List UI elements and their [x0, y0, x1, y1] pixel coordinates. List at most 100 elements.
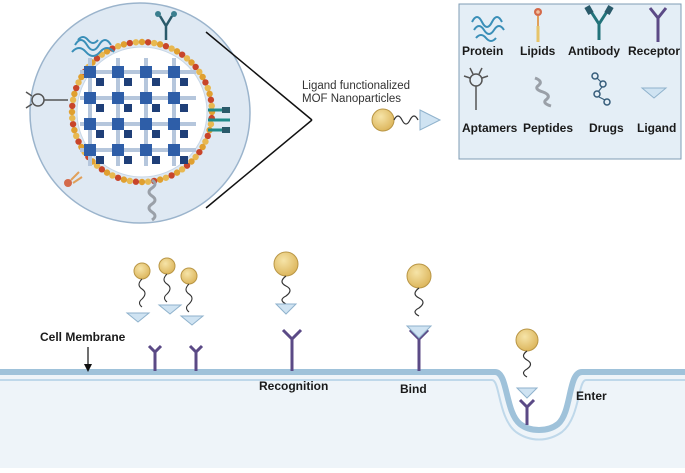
membrane-inner-line — [0, 379, 685, 441]
lipid-dot — [120, 176, 128, 183]
mof-label-line2: MOF Nanoparticles — [302, 93, 402, 105]
lipid-dot — [156, 41, 164, 48]
lipid-dot — [71, 126, 78, 134]
metal-node-shadow — [96, 104, 104, 112]
linker — [163, 273, 171, 303]
ligand-triangle-icon — [419, 109, 442, 131]
legend-label-lipids: Lipids — [520, 44, 556, 58]
lipid-dot — [120, 41, 128, 48]
metal-node — [140, 118, 152, 130]
metal-node — [112, 118, 124, 130]
lipid-dot — [109, 172, 116, 179]
metal-node-shadow — [152, 156, 160, 164]
mof-zoom-circle — [25, 2, 251, 224]
metal-node-shadow — [152, 104, 160, 112]
lipid-dot — [69, 114, 76, 122]
lipids-icon — [534, 8, 542, 42]
membrane-arrowhead — [84, 364, 92, 372]
lipid-dot — [138, 38, 146, 46]
receptor — [408, 328, 430, 371]
legend-label-ligand: Ligand — [637, 121, 677, 135]
lipid-dot — [202, 79, 209, 86]
bind-nanoparticle — [405, 263, 433, 339]
legend-label-aptamers: Aptamers — [462, 121, 518, 135]
metal-node — [112, 144, 124, 156]
lipid-dot — [156, 176, 164, 183]
metal-node — [84, 144, 96, 156]
legend-label-antibody: Antibody — [568, 44, 620, 58]
zoom-line-bottom — [205, 119, 313, 209]
lipid-dot — [69, 120, 77, 128]
lipid-dot — [173, 169, 181, 176]
metal-node-shadow — [96, 78, 104, 86]
bind-label: Bind — [400, 382, 427, 396]
lipid-dot — [98, 166, 106, 173]
metal-node-shadow — [124, 130, 132, 138]
lipid-dot — [103, 169, 111, 176]
metal-node — [84, 118, 96, 130]
metal-node-shadow — [152, 130, 160, 138]
antibody-icon — [208, 107, 230, 133]
lipid-dot — [138, 178, 146, 186]
lipid-dot — [132, 178, 140, 185]
ligand-triangle — [179, 315, 205, 326]
lipid-dot — [204, 84, 211, 92]
receptor — [281, 328, 303, 371]
lipid-dot — [207, 96, 215, 104]
lipid-dot — [204, 132, 211, 140]
receptor — [518, 398, 536, 425]
lipid-dot — [196, 148, 203, 156]
peptide-icon — [534, 76, 552, 108]
membrane-outer-line — [0, 369, 685, 433]
lipid-dot — [178, 166, 186, 173]
metal-node — [168, 144, 180, 156]
drug-icon — [591, 72, 611, 106]
lipid-dot — [144, 178, 152, 185]
protein-icon — [471, 16, 505, 42]
nanoparticle — [133, 262, 151, 280]
lipid-dot — [126, 39, 134, 47]
lipids-icon — [64, 171, 83, 187]
recognition-nanoparticle — [273, 251, 299, 315]
recognition-label: Recognition — [259, 379, 329, 393]
lipid-dot — [192, 63, 199, 71]
lipid-dot — [93, 55, 101, 62]
metal-node — [168, 66, 180, 78]
cell-membrane-label: Cell Membrane — [40, 330, 126, 344]
receptor — [147, 344, 163, 371]
metal-node-shadow — [124, 78, 132, 86]
lipid-dot — [208, 102, 215, 110]
lipid-dot — [206, 90, 213, 98]
lipid-dot — [168, 45, 175, 52]
lipid-dot — [75, 138, 82, 145]
lipid-dot — [188, 59, 195, 66]
lipid-dot — [162, 43, 170, 50]
metal-node-shadow — [180, 78, 188, 86]
aptamer-icon — [463, 67, 489, 110]
metal-node-shadow — [152, 78, 160, 86]
lipid-dot — [75, 79, 82, 86]
zoom-line-top — [205, 31, 313, 121]
lipid-dot — [188, 158, 195, 165]
ligand-triangle-icon — [640, 87, 668, 99]
lipid-dot — [73, 84, 80, 92]
legend-label-peptides: Peptides — [523, 121, 574, 135]
cell-membrane — [0, 372, 685, 468]
aptamer-icon — [25, 91, 68, 109]
metal-node-shadow — [124, 156, 132, 164]
receptor-icon — [648, 7, 668, 42]
antibody-icon — [155, 11, 177, 40]
lipid-dot — [183, 55, 191, 62]
mof-label-line1: Ligand functionalized — [302, 80, 411, 92]
lipid-dot — [178, 51, 186, 58]
lipid-dot — [144, 39, 152, 46]
lipid-dot — [69, 102, 76, 110]
metal-node — [140, 144, 152, 156]
nanoparticle — [180, 267, 198, 285]
lipid-dot — [78, 73, 85, 81]
lipid-dot — [93, 162, 101, 169]
lipid-dot — [173, 48, 181, 55]
metal-node-shadow — [96, 130, 104, 138]
receptor — [188, 344, 204, 371]
protein-icon — [71, 36, 115, 57]
